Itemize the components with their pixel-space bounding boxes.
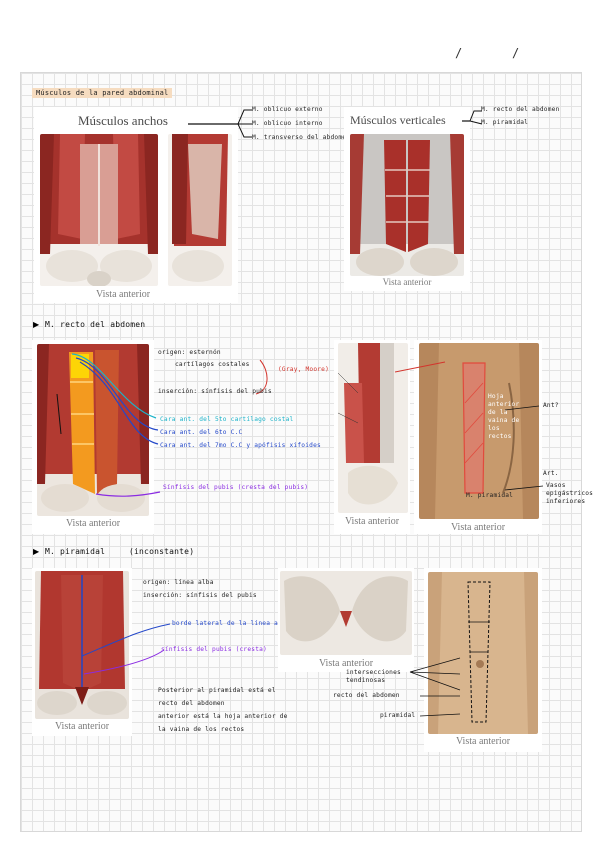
- pyramidal-annotation-lines: [81, 623, 171, 675]
- page-title: Músculos de la pared abdominal: [32, 88, 173, 98]
- pyramidal-caption-right: Vista anterior: [455, 736, 511, 747]
- pyramidal-cadaver-lines: [409, 657, 461, 717]
- section3-heading-note: (inconstante): [129, 547, 195, 556]
- wide-muscles-caption: Vista anterior: [96, 289, 151, 300]
- side-label-art: Art.: [543, 470, 559, 477]
- rectus-origin-ref: (Gray, Moore): [278, 366, 330, 373]
- vertical-muscles-title: Músculos verticales: [350, 113, 446, 127]
- posterior-note-1: Posterior al piramidal está el: [158, 687, 276, 694]
- vertical-item-1: M. recto del abdomen: [481, 106, 560, 113]
- vertical-item-2: M. piramidal: [481, 119, 529, 126]
- rectus-caption-right: Vista anterior: [450, 522, 506, 533]
- posterior-note-3: anterior está la hoja anterior de: [158, 713, 288, 720]
- pyramidal-insertion: inserción: sínfisis del pubis: [143, 592, 257, 599]
- label-pyramidal: piramidal: [380, 712, 416, 719]
- cadaver-label-sheath: Hoja anterior de la vaina de los rectos: [488, 393, 520, 440]
- pyramidal-origin: origen: línea alba: [143, 579, 214, 586]
- rectus-blue-note-2: Cara ant. del 7mo C.C y apófisis xifoide…: [160, 442, 321, 449]
- rectus-highlight-image: [37, 344, 149, 516]
- pyramidal-cadaver-image: [428, 572, 538, 734]
- wide-brace-lines: [188, 109, 252, 138]
- cadaver-label-pyramidal: M. piramidal: [466, 492, 514, 499]
- pyramidal-caption-left: Vista anterior: [54, 721, 110, 732]
- rectus-purple-note: Sínfisis del pubis (cresta del pubis): [163, 484, 309, 491]
- pelvis-image: [280, 571, 412, 655]
- bullet-arrow-icon: ▶: [33, 320, 40, 329]
- posterior-note-4: la vaina de los rectos: [158, 726, 245, 733]
- posterior-note-2: recto del abdomen: [158, 700, 225, 707]
- side-label-ant: Ant?: [543, 402, 559, 409]
- wide-item-1: M. oblicuo externo: [252, 106, 323, 113]
- section3-heading: M. piramidal: [45, 547, 106, 556]
- abdomen-side-image: [168, 134, 232, 286]
- rectus-insertion: inserción: sínfisis del pubis: [158, 388, 272, 395]
- date-slash-2: /: [512, 46, 520, 60]
- wide-item-2: M. oblicuo interno: [252, 120, 323, 127]
- section2-heading: M. recto del abdomen: [45, 320, 146, 329]
- vertical-muscles-caption: Vista anterior: [382, 277, 432, 287]
- wide-muscles-title: Músculos anchos: [78, 113, 168, 128]
- label-intersections: intersecciones tendinosas: [346, 669, 401, 684]
- label-rectus: recto del abdomen: [333, 692, 400, 699]
- rectus-annotation-lines: [71, 353, 268, 497]
- date-slash-1: /: [455, 46, 463, 60]
- rectus-caption-mid: Vista anterior: [344, 516, 400, 527]
- pyramidal-image: [35, 571, 129, 719]
- rectus-origin-2: cartílagos costales: [175, 361, 250, 368]
- pyramidal-purple-note: sínfisis del pubis (cresta): [161, 646, 267, 653]
- vertical-brace-lines: [462, 110, 483, 125]
- rectus-vertical-image: [350, 134, 464, 276]
- pyramidal-blue-note: borde lateral de la línea alba: [172, 620, 290, 627]
- cadaver-pointer-lines: [395, 361, 544, 491]
- cadaver-image: [419, 343, 539, 519]
- abdomen-anterior-image: [40, 134, 158, 286]
- rectus-cyan-note: Cara ant. del 5to cartílago costal: [160, 416, 294, 423]
- rectus-blue-note-1: Cara ant. del 6to C.C: [160, 429, 243, 436]
- wide-item-3: M. transverso del abdomen: [252, 134, 351, 141]
- rectus-caption-left: Vista anterior: [65, 518, 121, 529]
- rectus-origin: origen: esternón: [158, 349, 221, 356]
- bullet-arrow-icon-2: ▶: [33, 547, 40, 556]
- pyramidal-caption-mid: Vista anterior: [318, 658, 374, 669]
- side-label-vessels: Vasos epigástricos inferiores: [546, 482, 594, 505]
